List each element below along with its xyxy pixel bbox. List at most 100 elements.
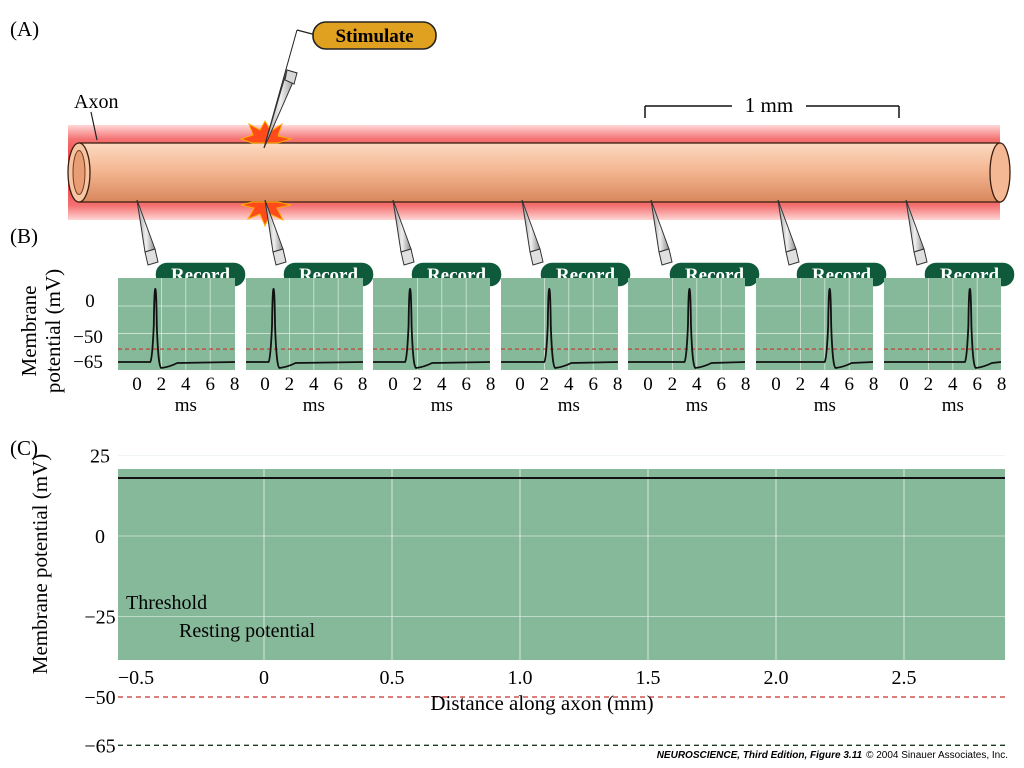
x-tick-label: 4: [692, 374, 702, 395]
chart-plot-area: [118, 469, 1005, 660]
chart-grid: [118, 455, 1005, 660]
threshold-label: Threshold: [126, 592, 207, 614]
axon-body: [78, 142, 1001, 203]
footer-title: NEUROSCIENCE, Third Edition, Figure 3.11: [657, 750, 863, 761]
x-tick-label: 0: [771, 374, 781, 395]
stimulation-burst-bottom: [240, 201, 292, 228]
x-tick-label: 0: [899, 374, 909, 395]
x-tick-label: 2: [796, 374, 806, 395]
stimulate-label: Stimulate: [335, 26, 413, 47]
x-tick-label: 2: [924, 374, 934, 395]
chart-y-tick: −25: [84, 607, 115, 629]
action-potential-trace: [884, 287, 1002, 369]
x-unit-label: ms: [558, 395, 580, 416]
panel-label-a: (A): [10, 17, 39, 41]
axon-label-leader: [90, 111, 98, 141]
x-tick-label: 8: [486, 374, 496, 395]
chart-y-tick: −65: [84, 735, 115, 757]
action-potential-trace: [118, 287, 236, 369]
x-tick-label: 4: [564, 374, 574, 395]
chart-x-tick: −0.5: [118, 667, 154, 689]
chart-x-tick: 1.5: [636, 667, 661, 689]
panel-b-y-tick-minus65: −65: [73, 352, 103, 373]
axon-lumen: [72, 150, 86, 195]
resting-potential-label: Resting potential: [179, 620, 316, 642]
stimulate-badge: Stimulate: [312, 21, 437, 50]
chart-marks: [118, 477, 1005, 746]
chart-x-tick: 2.5: [892, 667, 917, 689]
x-tick-label: 6: [205, 374, 215, 395]
x-unit-label: ms: [942, 395, 964, 416]
x-tick-label: 2: [668, 374, 678, 395]
x-unit-label: ms: [686, 395, 708, 416]
x-tick-label: 6: [972, 374, 982, 395]
x-tick-label: 6: [461, 374, 471, 395]
chart-y-tick: 25: [90, 446, 110, 468]
x-tick-label: 6: [716, 374, 726, 395]
scale-bar: [644, 105, 900, 118]
x-tick-label: 8: [613, 374, 623, 395]
footer-credit: NEUROSCIENCE, Third Edition, Figure 3.11…: [657, 750, 1008, 761]
x-tick-label: 2: [285, 374, 295, 395]
x-tick-label: 2: [157, 374, 167, 395]
distance-chart: Threshold Resting potential −0.5 0 0.5 1.0 1…: [28, 446, 1005, 758]
axon-illustration: [67, 111, 1011, 228]
x-tick-label: 8: [997, 374, 1007, 395]
x-tick-label: 4: [948, 374, 958, 395]
panel-label-b: (B): [10, 224, 38, 248]
chart-tick-labels: −0.5 0 0.5 1.0 1.5 2.0 2.5 25 0 −25 −50 −65: [84, 446, 916, 758]
axon-label: Axon: [74, 91, 118, 113]
x-tick-label: 4: [309, 374, 319, 395]
scale-bar-label: 1 mm: [745, 93, 793, 117]
action-potential-trace: [501, 287, 619, 369]
x-tick-label: 4: [820, 374, 830, 395]
x-unit-label: ms: [814, 395, 836, 416]
footer-copyright: © 2004 Sinauer Associates, Inc.: [866, 750, 1008, 761]
x-tick-label: 6: [333, 374, 343, 395]
chart-y-tick: −50: [84, 687, 115, 709]
chart-x-tick: 0: [259, 667, 269, 689]
panel-b-y-tick-minus50: −50: [73, 327, 103, 348]
action-potential-trace: [246, 287, 364, 369]
panel-b-y-title-1: Membrane: [17, 286, 41, 377]
panel-b-y-title-2: potential (mV): [41, 269, 65, 393]
chart-x-tick: 2.0: [764, 667, 789, 689]
panel-label-c: (C): [10, 436, 38, 460]
x-tick-label: 4: [181, 374, 191, 395]
x-unit-label: ms: [431, 395, 453, 416]
x-tick-label: 2: [540, 374, 550, 395]
chart-x-tick: 1.0: [508, 667, 533, 689]
chart-x-axis-title: Distance along axon (mm): [430, 691, 653, 715]
action-potential-trace: [373, 287, 491, 369]
x-tick-label: 2: [413, 374, 423, 395]
x-unit-label: ms: [303, 395, 325, 416]
x-tick-label: 6: [588, 374, 598, 395]
x-tick-label: 4: [437, 374, 447, 395]
chart-y-tick: 0: [95, 526, 105, 548]
x-tick-label: 8: [741, 374, 751, 395]
x-tick-label: 8: [358, 374, 368, 395]
chart-x-tick: 0.5: [380, 667, 405, 689]
x-tick-label: 8: [230, 374, 240, 395]
x-tick-label: 8: [869, 374, 879, 395]
chart-y-axis-title: Membrane potential (mV): [28, 454, 52, 674]
x-tick-label: 6: [844, 374, 854, 395]
panel-b-y-tick-0: 0: [85, 291, 95, 312]
action-potential-trace: [628, 287, 746, 369]
x-tick-label: 0: [515, 374, 525, 395]
x-tick-label: 0: [260, 374, 270, 395]
axon-end: [989, 142, 1011, 203]
x-tick-label: 0: [132, 374, 142, 395]
x-tick-label: 0: [643, 374, 653, 395]
x-tick-label: 0: [388, 374, 398, 395]
action-potential-trace: [756, 287, 874, 369]
